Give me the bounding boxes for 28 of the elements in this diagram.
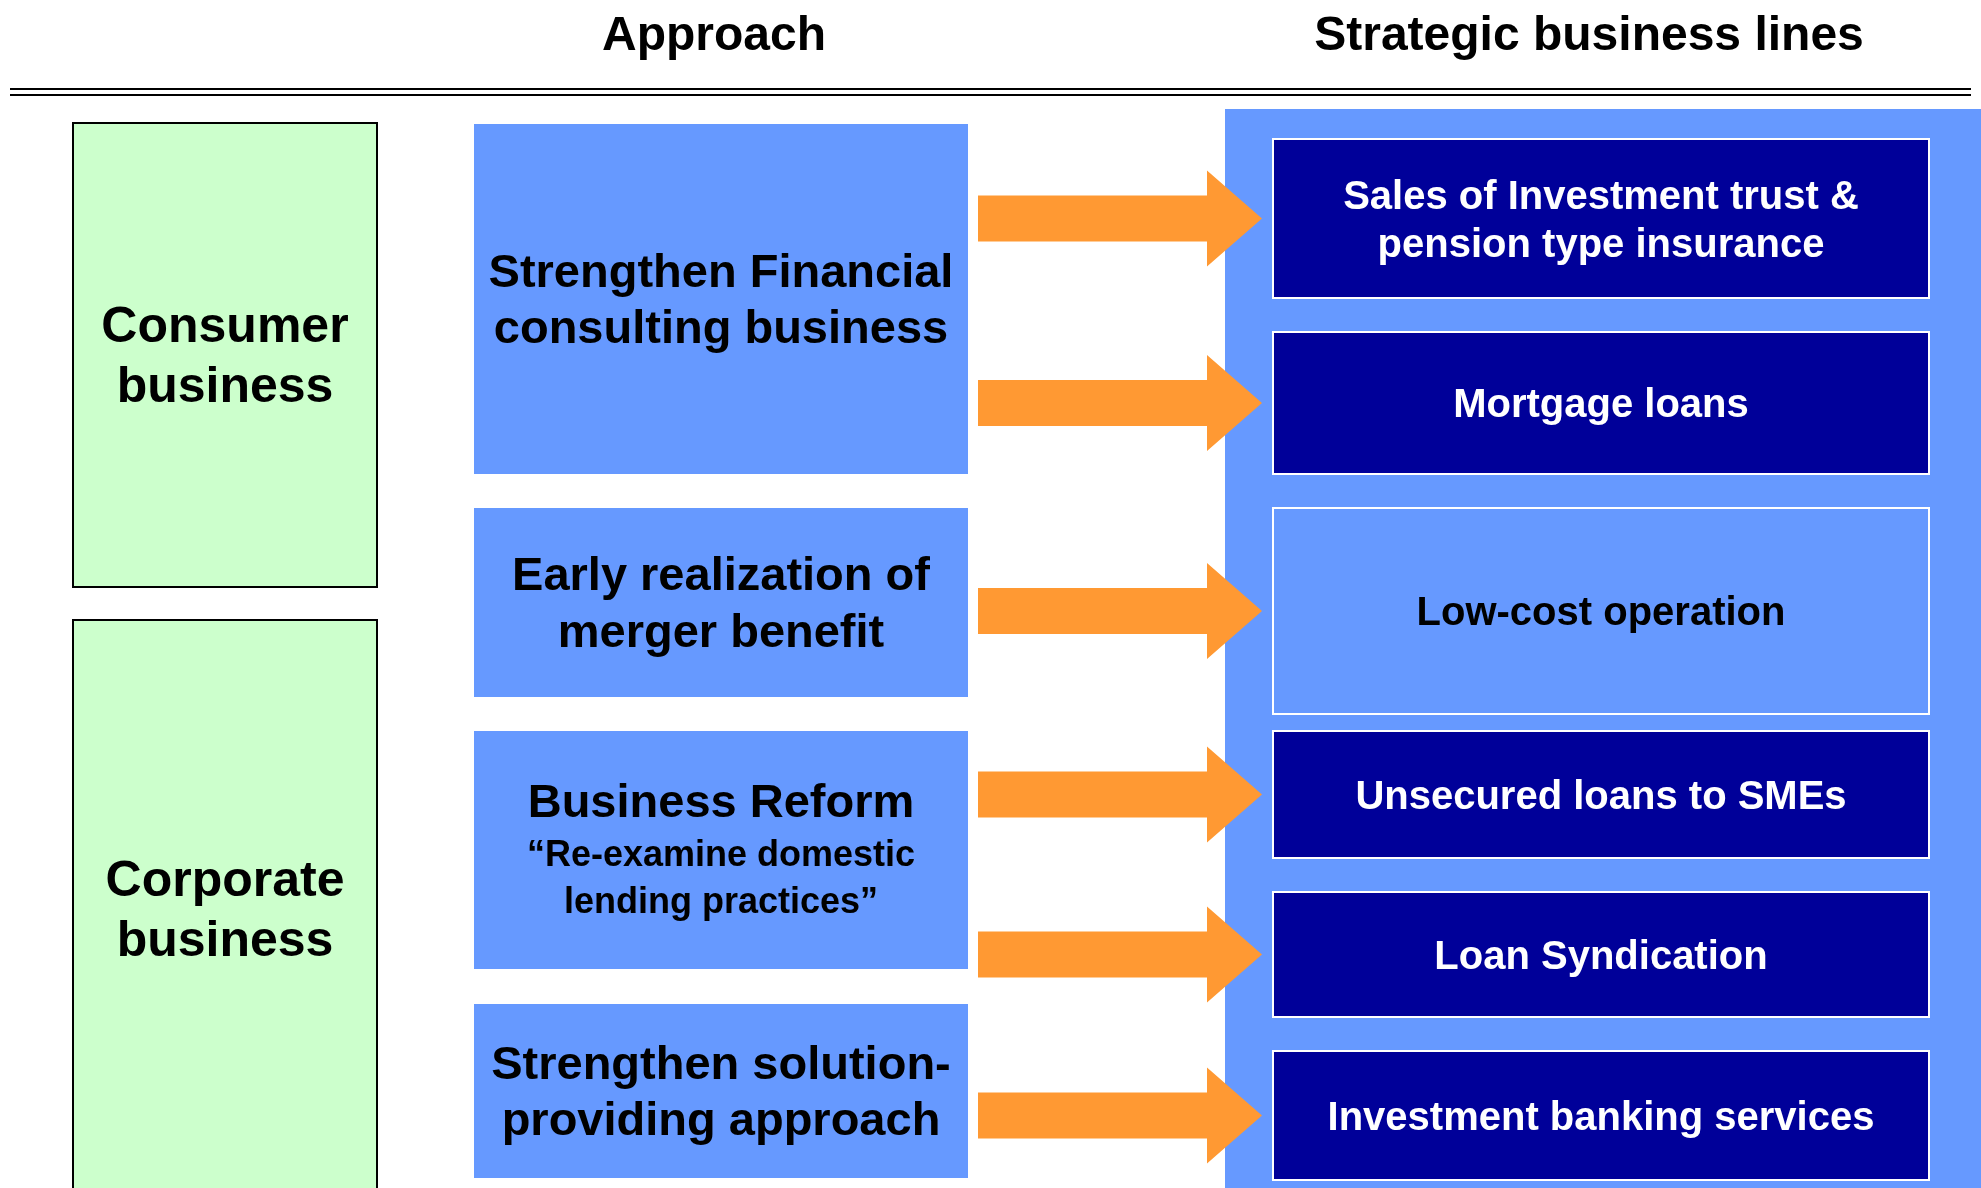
segment-box (72, 619, 378, 1188)
box-text: Corporate business (104, 850, 346, 969)
box-text: Business Reform (527, 775, 915, 828)
block-arrow (978, 746, 1262, 843)
column-heading: Strategic business lines (1314, 6, 1864, 61)
approach-box (474, 1004, 968, 1178)
box-text: Mortgage loans (1453, 380, 1749, 427)
box-subtext: “Re-examine domestic lending practices” (525, 832, 917, 923)
block-arrow (978, 1067, 1262, 1164)
box-text: Sales of Investment trust & pension type insurance (1342, 171, 1860, 267)
box-text: Investment banking services (1327, 1092, 1875, 1140)
box-text: Loan Syndication (1434, 931, 1768, 979)
business-lines-panel (1225, 109, 1981, 1188)
block-arrow (978, 906, 1262, 1003)
segment-box (72, 122, 378, 588)
box-text: Consumer business (100, 296, 350, 415)
column-heading: Approach (602, 6, 826, 61)
box-text: Strengthen Financial consulting business (487, 242, 955, 355)
box-text: Unsecured loans to SMEs (1355, 771, 1847, 819)
approach-box (474, 731, 968, 969)
box-text: Early realization of merger benefit (511, 546, 931, 659)
approach-box (474, 508, 968, 697)
block-arrow (978, 355, 1262, 451)
approach-box (474, 124, 968, 474)
block-arrow (978, 563, 1262, 659)
box-text: Strengthen solution-providing approach (490, 1034, 952, 1147)
box-text: Low-cost operation (1416, 588, 1786, 635)
block-arrow (978, 170, 1262, 267)
